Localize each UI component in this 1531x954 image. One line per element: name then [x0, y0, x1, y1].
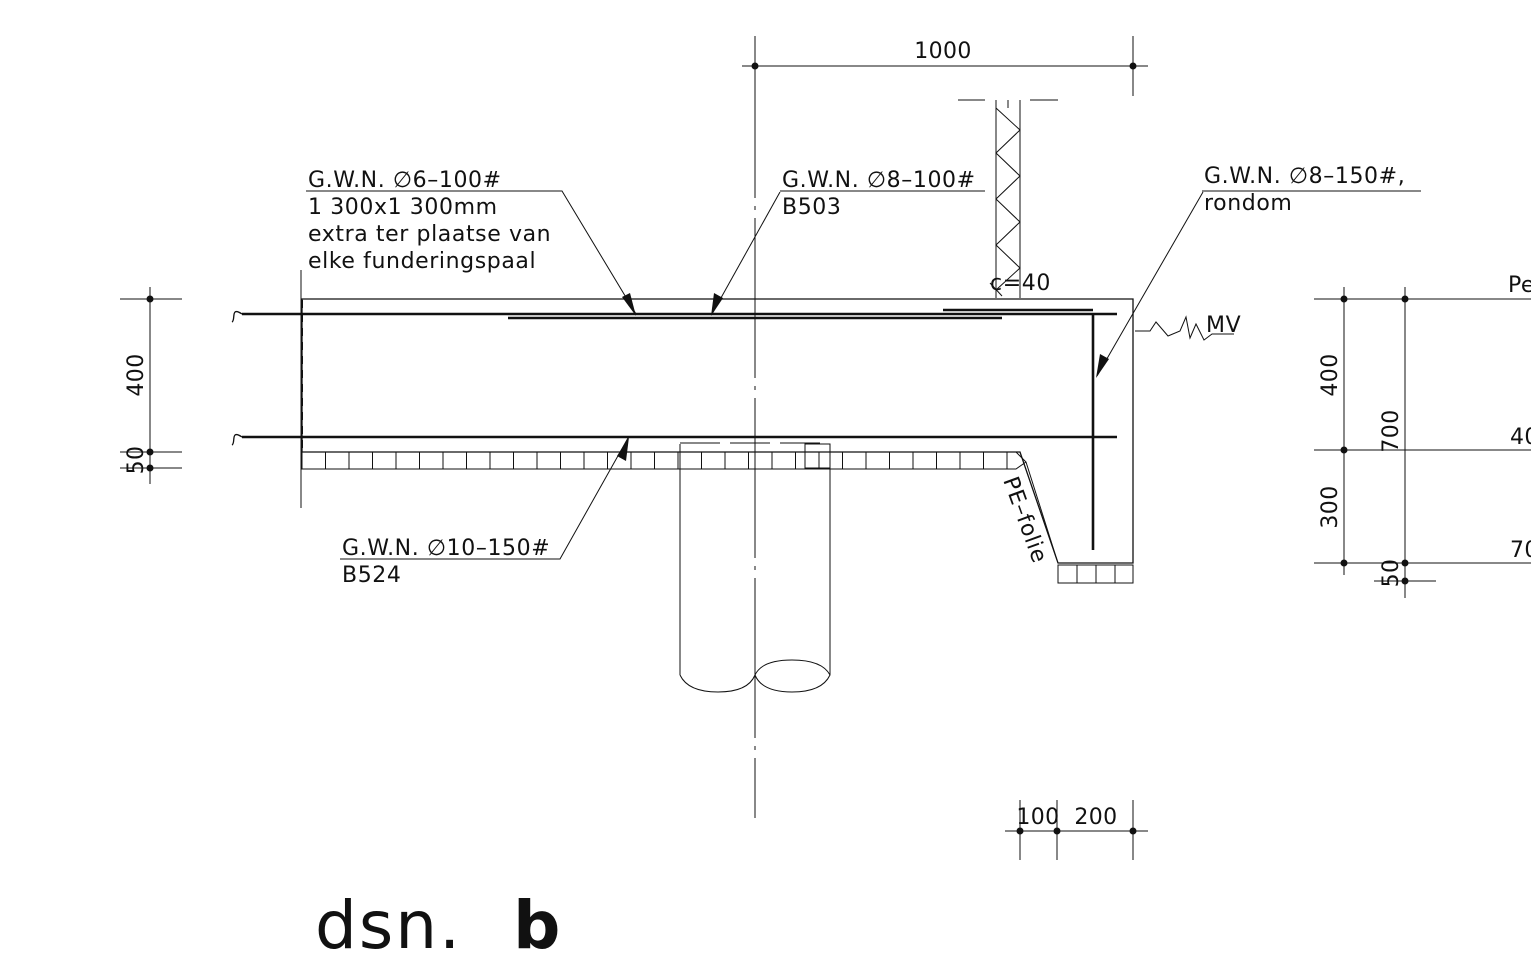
dim-left-50: 50 — [124, 446, 149, 475]
top-mesh-label-4: elke funderingspaal — [308, 249, 536, 274]
top-mesh-label-2: 1 300x1 300mm — [308, 195, 498, 220]
cover-label: c=40 — [990, 271, 1051, 296]
dim-bottom-200: 200 — [1074, 805, 1117, 830]
mid-mesh-label-1: G.W.N. ∅8–100# — [782, 168, 976, 193]
dim-right-50: 50 — [1379, 559, 1404, 588]
wall-lattice — [958, 99, 1058, 298]
mid-mesh-label-2: B503 — [782, 195, 841, 220]
concrete-slab — [301, 298, 1134, 564]
reinforcement — [231, 308, 1117, 550]
top-mesh-label-1: G.W.N. ∅6–100# — [308, 168, 502, 193]
dim-bottom: 100 200 — [1005, 800, 1148, 860]
title-letter: b — [513, 887, 562, 954]
dim-right-cut-3: 70 — [1510, 538, 1531, 563]
dim-right-300: 300 — [1318, 485, 1343, 528]
dim-right: 400 300 700 50 Pe 40 70 — [1314, 273, 1531, 598]
drawing-title: dsn. b — [315, 887, 562, 954]
dim-bottom-100: 100 — [1016, 805, 1059, 830]
blinding-outline — [301, 452, 1027, 470]
top-mesh-label-3: extra ter plaatse van — [308, 222, 551, 247]
blinding-layer — [301, 452, 1027, 470]
ground-level-label: MV — [1206, 313, 1241, 338]
edge-blinding — [1057, 564, 1134, 584]
dim-left: 400 50 — [120, 287, 182, 484]
title-prefix: dsn. — [315, 887, 462, 954]
dim-right-cut-1: Pe — [1508, 273, 1531, 298]
dim-right-400: 400 — [1318, 353, 1343, 396]
dim-top-1000: 1000 — [742, 36, 1148, 96]
bottom-mesh-label-2: B524 — [342, 563, 401, 588]
leader-lines — [306, 190, 1421, 560]
bottom-mesh-label-1: G.W.N. ∅10–150# — [342, 536, 550, 561]
dim-top-label: 1000 — [914, 39, 972, 64]
edge-mesh-label-1: G.W.N. ∅8–150#, — [1204, 164, 1405, 189]
edge-mesh-label-2: rondom — [1204, 191, 1292, 216]
dim-right-cut-2: 40 — [1510, 425, 1531, 450]
ground-level-line — [1135, 315, 1234, 341]
dim-left-400: 400 — [124, 353, 149, 396]
pe-foil-line — [1015, 451, 1058, 561]
dim-right-700: 700 — [1379, 409, 1404, 452]
